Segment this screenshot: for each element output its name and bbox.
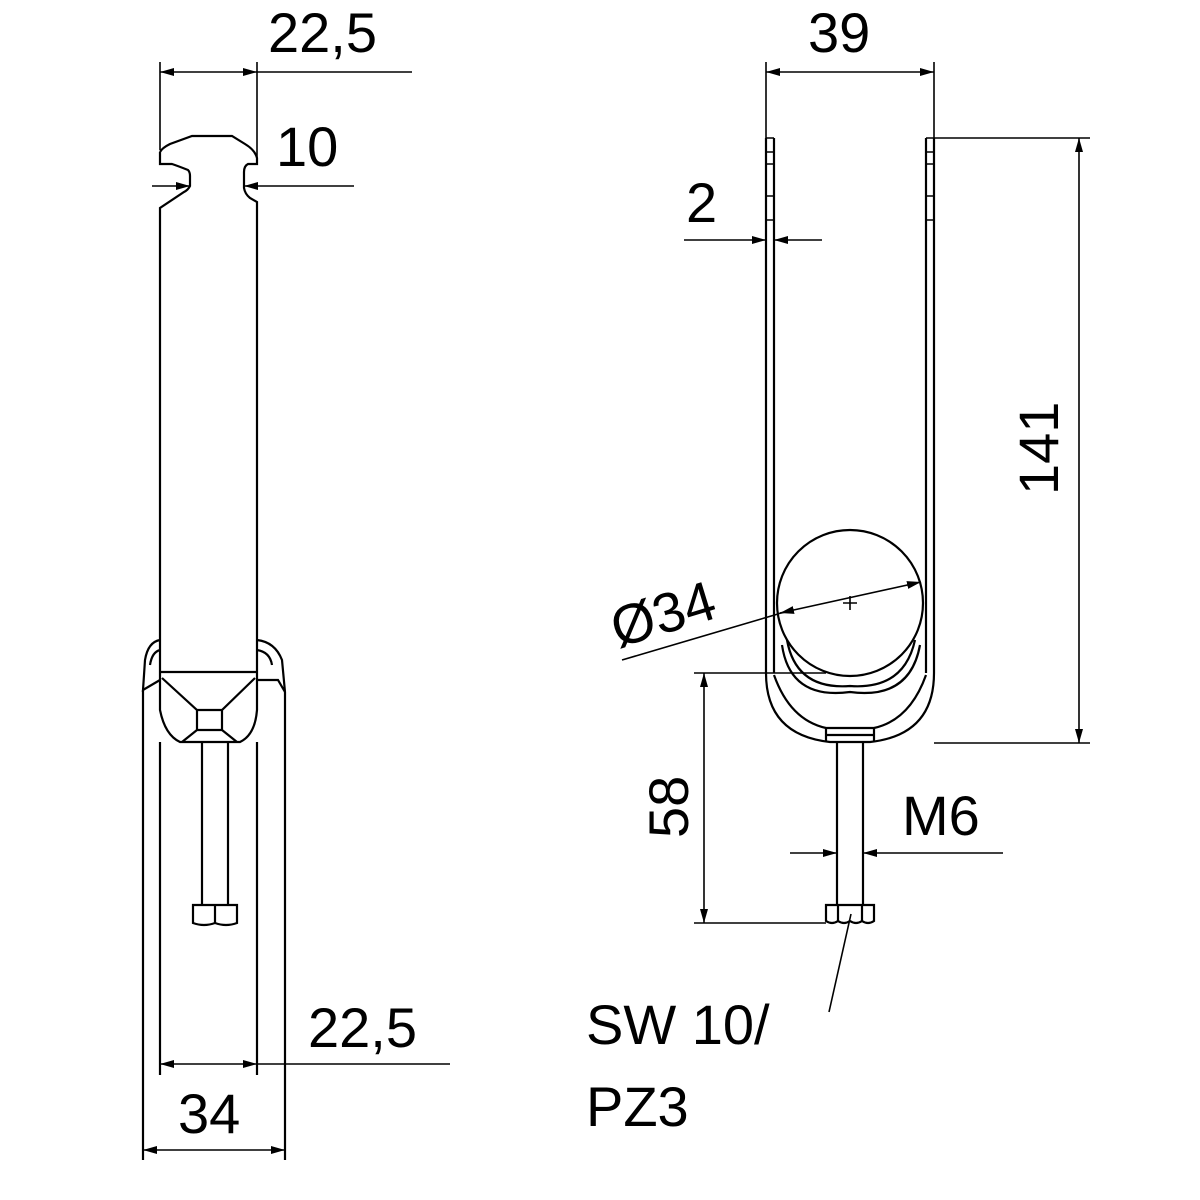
dim-thread: M6	[902, 784, 980, 847]
front-view: 39 2 141 Ø34 58 M6 SW 10/ PZ3	[586, 1, 1090, 1138]
dim-total-height: 141	[1007, 402, 1070, 495]
saddle	[158, 660, 259, 744]
side-view: 22,5 10 22,5 34	[141, 1, 450, 1160]
screw-nut	[191, 903, 239, 927]
dim-drive-line1: SW 10/	[586, 993, 770, 1056]
screw-shaft	[835, 742, 865, 905]
dim-slot-width: 10	[276, 115, 338, 178]
dim-thickness: 2	[686, 171, 717, 234]
strap-outline	[158, 134, 259, 660]
dim-bottom-inner-width: 22,5	[308, 996, 417, 1059]
u-clip-inner	[772, 138, 928, 673]
dim-screw-length: 58	[637, 776, 700, 838]
dim-drive-line2: PZ3	[586, 1075, 689, 1138]
dim-clamp-diameter: Ø34	[603, 568, 723, 659]
saddle-right-hook	[256, 638, 287, 693]
cable-circle	[775, 528, 925, 678]
saddle-arc	[780, 639, 922, 695]
u-clip-outer	[764, 138, 936, 744]
dim-opening-width: 39	[808, 1, 870, 64]
dim-bottom-outer-width: 34	[178, 1082, 240, 1145]
saddle-left-hook	[141, 638, 161, 693]
screw-shaft	[200, 742, 230, 905]
dim-top-width: 22,5	[268, 1, 377, 64]
